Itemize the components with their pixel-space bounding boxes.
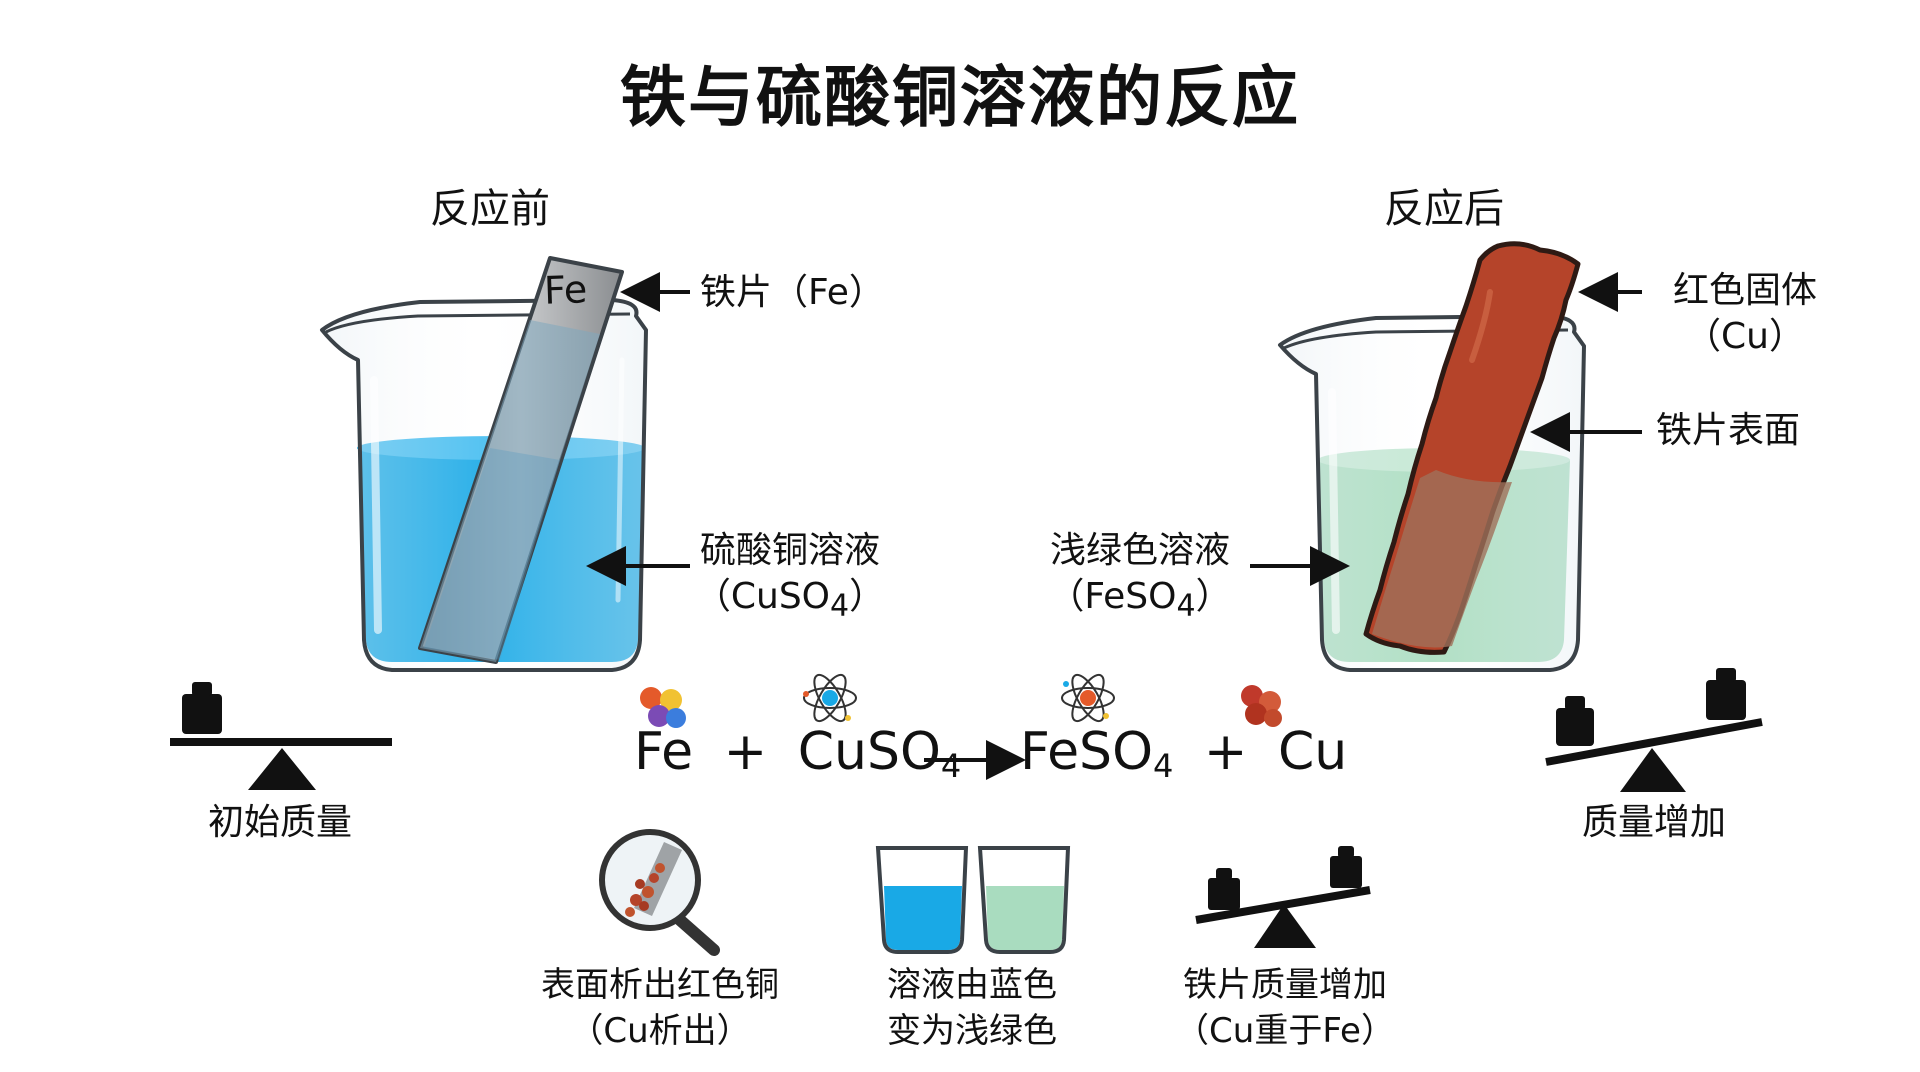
weight-icon [1330,846,1362,888]
page-title: 铁与硫酸铜溶液的反应 [620,59,1300,136]
initial-mass-label: 初始质量 [207,802,352,843]
before-solution-formula: （CuSO4） [694,576,886,624]
plus-sign: + [723,722,768,782]
weight-icon [1706,668,1746,720]
observation-line: （Cu析出） [569,1011,751,1051]
observation-line: 变为浅绿色 [887,1011,1057,1051]
observation-line: 溶液由蓝色 [887,965,1057,1005]
copper-strip-icon [1363,241,1581,655]
chemical-equation: Fe + CuSO4 [634,722,961,785]
beaker-green-icon [977,846,1071,954]
after-surface-label: 铁片表面 [1656,410,1801,451]
iron-strip-icon [418,256,624,664]
atom-icon [1061,673,1115,723]
balance-scale-before-icon [170,682,392,790]
strip-label: 铁片（Fe） [700,272,885,313]
after-solid-label: 红色固体 （Cu） [1650,268,1840,360]
observation-copper-deposit: 表面析出红色铜 （Cu析出） [520,962,800,1054]
magnifier-icon [599,829,720,956]
fe-cuso4-molecule-icon [640,687,686,728]
before-solution-label: 硫酸铜溶液 （CuSO4） [680,528,900,630]
after-solution-formula: （FeSO4） [1048,576,1232,624]
balance-scale-after-icon [1545,668,1763,792]
copper-molecule-icon [1241,685,1282,727]
chemical-equation-products: FeSO4 + Cu [1020,722,1347,785]
product-feso4: FeSO4 [1020,722,1174,785]
after-solid-name: 红色固体 [1672,270,1817,311]
after-heading: 反应后 [1384,186,1504,232]
observation-line: 铁片质量增加 [1183,965,1387,1005]
beaker-blue-icon [875,846,969,954]
weight-icon [1556,696,1594,746]
reactant-fe: Fe [634,722,694,782]
plus-sign: + [1203,722,1248,782]
balance-scale-small-icon [1195,846,1371,948]
observation-line: 表面析出红色铜 [541,965,779,1005]
before-solution-name: 硫酸铜溶液 [699,530,880,571]
observation-line: （Cu重于Fe） [1175,1011,1395,1051]
before-heading: 反应前 [430,186,550,232]
product-cu: Cu [1278,722,1348,782]
after-solution-label: 浅绿色溶液 （FeSO4） [1030,528,1250,630]
observation-color-change: 溶液由蓝色 变为浅绿色 [862,962,1082,1054]
weight-icon [1208,868,1240,910]
reactant-cuso4: CuSO4 [797,722,962,785]
weight-icon [182,682,222,734]
observation-mass-increase: 铁片质量增加 （Cu重于Fe） [1170,962,1400,1054]
after-solid-formula: （Cu） [1685,316,1805,357]
strip-mark: Fe [543,267,588,313]
after-solution-name: 浅绿色溶液 [1049,530,1230,571]
atom-icon [803,673,857,723]
mass-increase-label: 质量增加 [1581,802,1726,843]
